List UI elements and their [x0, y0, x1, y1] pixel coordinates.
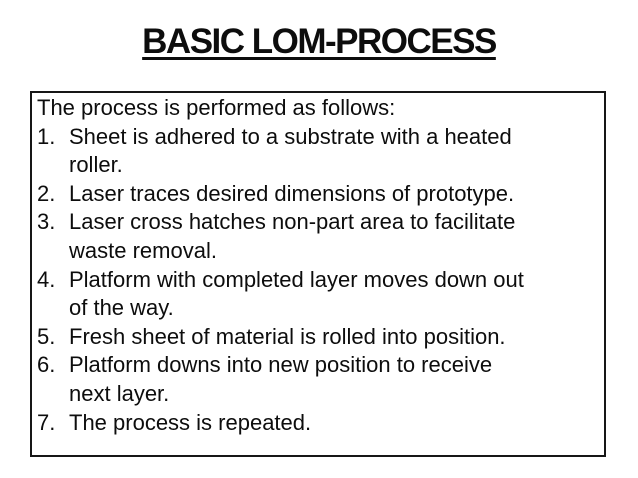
list-item-number: 5.	[37, 323, 56, 349]
list-item-text: Laser cross hatches non-part area to fac…	[69, 209, 516, 263]
list-item-number: 2.	[37, 180, 56, 206]
list-item-number: 7.	[37, 409, 56, 435]
page-title-text: BASIC LOM-PROCESS	[142, 22, 497, 61]
list-item: 2. Laser traces desired dimensions of pr…	[37, 180, 600, 209]
list-item: 6. Platform downs into new position to r…	[37, 351, 600, 408]
intro-text: The process is performed as follows:	[37, 95, 396, 120]
list-item-text: Platform with completed layer moves down…	[69, 266, 524, 321]
list-item: 5. Fresh sheet of material is rolled int…	[37, 323, 600, 352]
list-item-number: 1.	[37, 123, 56, 149]
process-steps-box: The process is performed as follows: 1. …	[30, 91, 606, 457]
page-title: BASIC LOM-PROCESS	[0, 22, 638, 62]
list-item-text: Platform downs into new position to rece…	[69, 352, 493, 406]
list-item-text: Sheet is adhered to a substrate with a h…	[69, 123, 512, 178]
list-item: 4. Platform with completed layer moves d…	[37, 266, 600, 323]
list-item-text: Laser traces desired dimensions of proto…	[69, 180, 515, 206]
list-item-number: 3.	[37, 209, 56, 235]
list-item-number: 6.	[37, 352, 56, 378]
list-item-text: The process is repeated.	[69, 409, 312, 435]
list-item-number: 4.	[37, 266, 56, 292]
list-item: 1. Sheet is adhered to a substrate with …	[37, 123, 600, 180]
list-item-text: Fresh sheet of material is rolled into p…	[69, 323, 506, 349]
process-steps-list: 1. Sheet is adhered to a substrate with …	[37, 123, 600, 438]
list-item: 7. The process is repeated.	[37, 409, 600, 438]
list-item: 3. Laser cross hatches non-part area to …	[37, 208, 600, 265]
